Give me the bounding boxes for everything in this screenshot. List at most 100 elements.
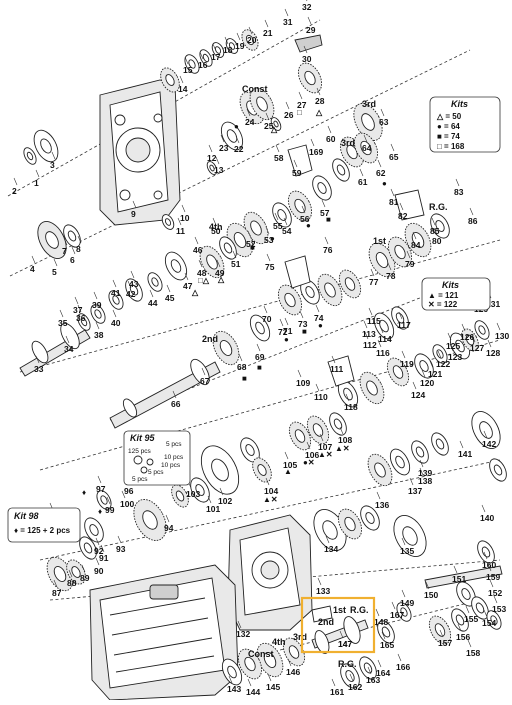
kit-legend-b: Kits ▲ = 121 ✕ = 122 <box>421 277 491 311</box>
leader-56 <box>301 205 306 214</box>
leader-12 <box>208 144 213 153</box>
part-number-131: 131 <box>486 299 500 309</box>
ring-part <box>219 236 237 260</box>
leader-165 <box>381 631 386 640</box>
leader-73 <box>299 310 304 319</box>
leader-16 <box>199 51 204 60</box>
ring-part <box>184 54 200 74</box>
leader-119 <box>401 350 406 359</box>
kit-98-title: Kit 98 <box>14 511 39 521</box>
part-number-151: 151 <box>452 574 466 584</box>
gear-part <box>359 371 385 405</box>
ring-part <box>312 175 332 201</box>
part-number-135: 135 <box>400 546 414 556</box>
leader-75 <box>266 253 271 262</box>
part-number-105: 105 <box>283 460 297 470</box>
marker-108: ▲✕ <box>335 444 350 453</box>
part-number-146: 146 <box>286 667 300 677</box>
part-number-166: 166 <box>396 662 410 672</box>
part-number-8: 8 <box>76 244 81 254</box>
leader-120 <box>421 369 426 378</box>
part-number-62: 62 <box>376 168 386 178</box>
part-number-29: 29 <box>306 25 316 35</box>
leader-17 <box>212 43 217 52</box>
part-number-154: 154 <box>482 618 496 628</box>
part-number-165: 165 <box>380 640 394 650</box>
ring-part <box>272 202 292 228</box>
marker-105: ▲ <box>284 467 292 476</box>
part-number-97: 97 <box>96 484 106 494</box>
ring-part <box>396 602 412 622</box>
leader-124 <box>412 381 417 390</box>
marker-104: ▲✕ <box>263 495 278 504</box>
part-number-26: 26 <box>284 110 294 120</box>
leader-47 <box>184 272 189 281</box>
marker-107: ▲✕ <box>318 450 333 459</box>
leader-43 <box>130 270 135 279</box>
part-number-36: 36 <box>76 313 86 323</box>
part-number-52: 52 <box>246 239 256 249</box>
leader-167 <box>391 601 396 610</box>
part-number-58: 58 <box>274 153 284 163</box>
leader-169 <box>310 138 315 147</box>
leader-9 <box>132 200 137 209</box>
part-number-113: 113 <box>362 329 376 339</box>
part-number-24: 24 <box>245 117 255 127</box>
part-number-17: 17 <box>211 52 221 62</box>
part-number-6: 6 <box>70 255 75 265</box>
leader-143 <box>228 675 233 684</box>
part-number-101: 101 <box>206 504 220 514</box>
leader-108 <box>339 426 344 435</box>
part-number-136: 136 <box>375 500 389 510</box>
leader-23 <box>220 134 225 143</box>
leader-32 <box>306 0 308 2</box>
leader-160 <box>483 551 488 560</box>
part-number-147: 147 <box>338 639 352 649</box>
part-number-16: 16 <box>198 60 208 70</box>
kit-95-title: Kit 95 <box>130 433 156 443</box>
part-number-44: 44 <box>148 298 158 308</box>
part-number-162: 162 <box>348 682 362 692</box>
part-number-2: 2 <box>12 186 17 196</box>
kit-95-line-5: 5 pcs <box>148 469 164 476</box>
leader-106 <box>306 441 311 450</box>
part-number-75: 75 <box>265 262 275 272</box>
gear-name-labels: Const 3rd 3rd 4th R.G. 1st 2nd Const 4th… <box>202 84 448 669</box>
part-number-56: 56 <box>300 214 310 224</box>
leader-137 <box>409 477 414 486</box>
leader-121 <box>429 360 434 369</box>
gear-label-rg-top: R.G. <box>429 202 448 212</box>
leader-52 <box>247 230 252 239</box>
ring-part <box>474 320 490 340</box>
ring-part <box>200 445 240 495</box>
leader-105 <box>284 451 289 460</box>
gear-part <box>367 453 393 487</box>
leader-27 <box>298 91 303 100</box>
part-number-85: 85 <box>430 226 440 236</box>
leader-140 <box>481 504 486 513</box>
part-number-125: 125 <box>446 341 460 351</box>
ring-part <box>147 272 163 292</box>
leader-22 <box>235 135 240 144</box>
part-number-35: 35 <box>58 318 68 328</box>
highlight-box-147: 1st R.G. 2nd 147 <box>300 596 376 654</box>
leader-83 <box>455 178 460 187</box>
kit-95-line-6: 5 pcs <box>132 476 148 483</box>
part-number-77: 77 <box>369 277 379 287</box>
part-number-144: 144 <box>246 687 260 697</box>
part-number-120: 120 <box>420 378 434 388</box>
gear-label-const-bottom: Const <box>248 649 274 659</box>
kit-95-line-3: 10 pcs <box>164 454 184 461</box>
box-label-first: 1st <box>333 605 346 615</box>
leader-13 <box>215 156 220 165</box>
leader-158 <box>467 639 472 648</box>
part-number-45: 45 <box>165 293 175 303</box>
kit-a-line-1: △ = 50 <box>436 112 462 121</box>
gear-part <box>241 29 259 51</box>
part-number-117: 117 <box>397 320 411 330</box>
leader-81 <box>390 188 395 197</box>
part-number-93: 93 <box>116 544 126 554</box>
gear-label-third-mid: 3rd <box>341 138 355 148</box>
shift-forks <box>284 34 425 623</box>
leader-19 <box>236 32 241 41</box>
